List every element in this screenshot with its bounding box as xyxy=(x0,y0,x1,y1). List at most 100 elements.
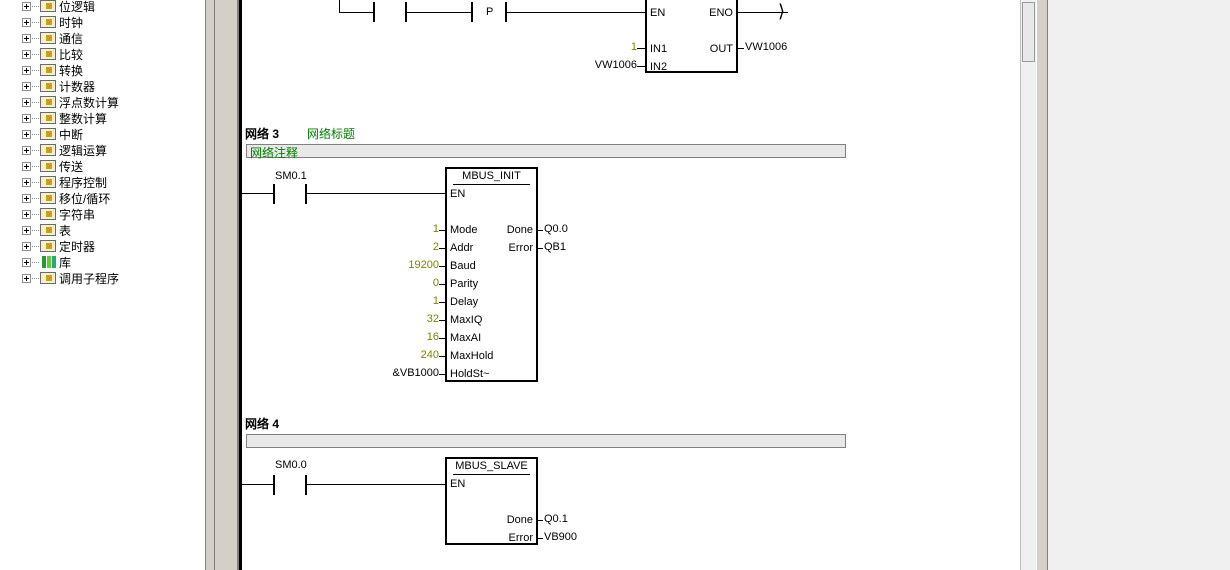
tree-item-label: 逻辑运算 xyxy=(59,143,108,158)
network-3-comment[interactable]: 网络注释 xyxy=(246,144,846,160)
expand-icon[interactable] xyxy=(22,65,31,75)
interrupt-icon xyxy=(40,128,56,140)
param-maxiq[interactable]: 32 xyxy=(426,313,439,325)
param-holdstart[interactable]: &VB1000 xyxy=(392,367,439,379)
contact-address[interactable]: SM0.0 xyxy=(275,459,307,471)
param-out[interactable]: VW1006 xyxy=(745,41,788,53)
param-in2[interactable]: VW1006 xyxy=(594,59,637,71)
move-icon xyxy=(40,160,56,172)
done-pin: Done xyxy=(506,514,533,526)
tree-item-float-math[interactable]: 浮点数计算 xyxy=(22,94,119,110)
network-comment-text: 网络注释 xyxy=(250,146,299,160)
expand-icon[interactable] xyxy=(22,97,31,107)
function-block-net2[interactable]: EN ENO IN1 IN2 OUT xyxy=(645,0,738,73)
pin-stub xyxy=(439,338,445,339)
done-pin: Done xyxy=(506,224,533,236)
tree-item-library[interactable]: 库 xyxy=(22,254,71,270)
tree-item-timer[interactable]: 定时器 xyxy=(22,238,95,254)
expand-icon[interactable] xyxy=(22,113,31,123)
in1-pin: IN1 xyxy=(650,43,668,55)
ladder-editor[interactable]: P EN ENO IN1 IN2 OUT ⟩ 1 VW1006 VW1006 网… xyxy=(239,0,1020,570)
in2-pin: IN2 xyxy=(650,61,668,73)
expand-icon[interactable] xyxy=(22,273,31,283)
tree-item-logic-ops[interactable]: 逻辑运算 xyxy=(22,142,107,158)
float-math-icon xyxy=(40,96,56,108)
expand-icon[interactable] xyxy=(22,241,31,251)
tree-item-string[interactable]: 字符串 xyxy=(22,206,95,222)
tree-item-program-control[interactable]: 程序控制 xyxy=(22,174,107,190)
network-4-title: 网络 4 xyxy=(245,417,280,431)
output-done[interactable]: Q0.0 xyxy=(544,223,568,235)
expand-icon[interactable] xyxy=(22,225,31,235)
tree-item-compare[interactable]: 比较 xyxy=(22,46,83,62)
tree-item-label: 表 xyxy=(59,223,72,238)
tree-item-table[interactable]: 表 xyxy=(22,222,71,238)
tree-item-bit-logic[interactable]: 位逻辑 xyxy=(22,0,95,14)
program-control-icon xyxy=(40,176,56,188)
delay-pin: Delay xyxy=(450,296,479,308)
param-delay[interactable]: 1 xyxy=(432,295,439,307)
mbus-init-block[interactable]: MBUS_INIT EN Mode Addr Baud Parity Delay… xyxy=(445,167,538,382)
tree-item-convert[interactable]: 转换 xyxy=(22,62,83,78)
window-frame xyxy=(1036,0,1048,570)
output-done[interactable]: Q0.1 xyxy=(544,513,568,525)
param-in1[interactable]: 1 xyxy=(630,41,637,53)
expand-icon[interactable] xyxy=(22,257,31,267)
tree-item-label: 通信 xyxy=(59,31,84,46)
pane-splitter[interactable] xyxy=(205,0,215,570)
scrollbar-thumb[interactable] xyxy=(1022,2,1035,62)
param-maxhold[interactable]: 240 xyxy=(420,349,439,361)
tree-item-clock[interactable]: 时钟 xyxy=(22,14,83,30)
pin-stub xyxy=(538,230,543,231)
network-3-subtitle[interactable]: 网络标题 xyxy=(307,127,356,141)
contact-bar xyxy=(305,184,307,204)
tree-item-shift-rotate[interactable]: 移位/循环 xyxy=(22,190,110,206)
tree-item-communication[interactable]: 通信 xyxy=(22,30,83,46)
rung-line xyxy=(307,484,447,485)
expand-icon[interactable] xyxy=(22,145,31,155)
tree-item-interrupt[interactable]: 中断 xyxy=(22,126,83,142)
expand-icon[interactable] xyxy=(22,129,31,139)
tree-item-label: 移位/循环 xyxy=(59,191,111,206)
maxhold-pin: MaxHold xyxy=(450,350,494,362)
block-title-underline xyxy=(453,184,530,185)
tree-item-move[interactable]: 传送 xyxy=(22,158,83,174)
library-icon xyxy=(40,256,56,268)
vertical-scrollbar[interactable] xyxy=(1020,0,1036,570)
tree-item-integer-math[interactable]: 整数计算 xyxy=(22,110,107,126)
expand-icon[interactable] xyxy=(22,177,31,187)
param-baud[interactable]: 19200 xyxy=(408,259,439,271)
contact-address[interactable]: SM0.1 xyxy=(275,170,307,182)
expand-icon[interactable] xyxy=(22,33,31,43)
network-4-comment[interactable] xyxy=(246,434,846,448)
contact-bar xyxy=(273,475,275,495)
tree-item-counter[interactable]: 计数器 xyxy=(22,78,95,94)
positive-edge-label: P xyxy=(486,6,494,18)
rung-line xyxy=(405,12,473,13)
expand-icon[interactable] xyxy=(22,81,31,91)
tree-item-label: 时钟 xyxy=(59,15,84,30)
param-addr[interactable]: 2 xyxy=(432,241,439,253)
expand-icon[interactable] xyxy=(22,209,31,219)
tree-item-label: 字符串 xyxy=(59,207,96,222)
expand-icon[interactable] xyxy=(22,161,31,171)
eno-output-line xyxy=(738,12,788,13)
expand-icon[interactable] xyxy=(22,49,31,59)
output-error[interactable]: VB900 xyxy=(544,531,578,543)
parity-pin: Parity xyxy=(450,278,479,290)
expand-icon[interactable] xyxy=(22,193,31,203)
param-maxai[interactable]: 16 xyxy=(426,331,439,343)
tree-item-label: 浮点数计算 xyxy=(59,95,120,110)
tree-item-label: 中断 xyxy=(59,127,84,142)
tree-item-call-subroutine[interactable]: 调用子程序 xyxy=(22,270,119,286)
param-mode[interactable]: 1 xyxy=(432,223,439,235)
mbus-slave-block[interactable]: MBUS_SLAVE EN Done Error xyxy=(445,457,538,545)
tree-item-label: 程序控制 xyxy=(59,175,108,190)
expand-icon[interactable] xyxy=(22,1,31,11)
output-error[interactable]: QB1 xyxy=(544,241,567,253)
output-arrow-icon: ⟩ xyxy=(778,1,786,21)
param-parity[interactable]: 0 xyxy=(432,277,439,289)
block-title-underline xyxy=(453,474,530,475)
contact-bar xyxy=(373,2,375,22)
expand-icon[interactable] xyxy=(22,17,31,27)
